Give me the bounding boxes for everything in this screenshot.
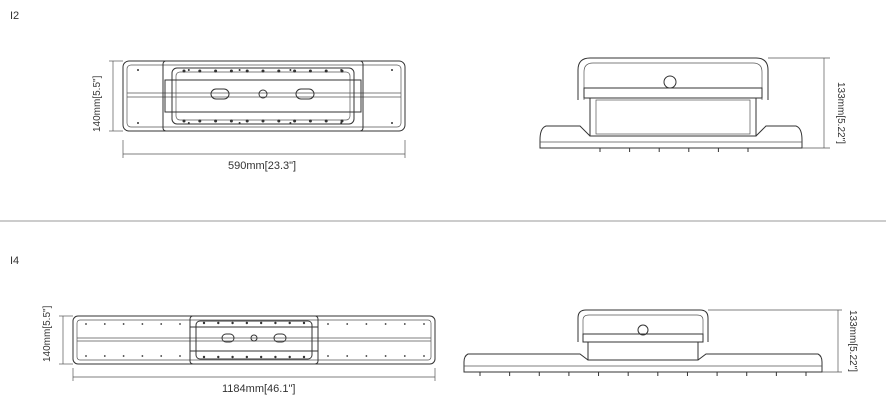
screw-dot [141,355,144,357]
screw-dot [365,355,368,357]
screw-dot [217,321,220,325]
screw-dot [403,323,406,325]
screw-dot [214,119,218,123]
screw-dot [122,355,125,357]
screw-dot [202,355,206,359]
i2-side-view [539,57,803,152]
screw-dot [277,69,281,73]
screw-dot [308,119,312,123]
screw-dot [245,321,249,325]
i4-top-view [72,315,436,365]
section-label-i4: I4 [10,255,20,267]
screw-dot [103,355,106,357]
screw-dot [122,323,125,325]
screw-dot [324,119,328,123]
i4-side-dimensions [708,309,842,373]
screw-dot [293,69,297,73]
screw-dot [403,355,406,357]
screw-dot [423,355,425,357]
screw-dot [423,323,425,325]
screw-dot [198,119,202,123]
screw-dot [365,323,368,325]
screw-dot [391,69,393,71]
screw-dot [238,69,241,71]
screw-dot [274,321,277,325]
screw-dot [277,119,281,123]
screw-dot [340,69,343,71]
screw-dot [288,355,291,359]
screw-dot [384,323,387,325]
screw-dot [238,122,241,124]
screw-dot [245,355,249,359]
i4-width-dimension: 1184mm[46.1"] [222,383,296,395]
i2-top-view [122,60,406,132]
screw-dot [340,122,343,124]
screw-dot [346,355,349,357]
screw-dot [302,355,306,359]
screw-dot [327,323,329,325]
screw-dot [85,323,87,325]
screw-dot [340,119,344,123]
screw-dot [160,355,163,357]
screw-dot [308,69,312,73]
screw-dot [217,355,220,359]
screw-dot [259,321,263,325]
screw-dot [231,355,234,359]
screw-dot [261,119,265,123]
screw-dot [302,321,306,325]
screw-dot [141,323,144,325]
screw-dot [245,69,249,73]
screw-dot [85,355,87,357]
i2-side-dimensions [768,57,830,149]
i2-width-dimension: 590mm[23.3"] [228,160,297,172]
i4-side-view [463,309,823,376]
screw-dot [198,69,202,73]
screw-dot [261,69,265,73]
screw-dot [229,69,233,73]
screw-dot [187,122,190,124]
screw-dot [391,122,393,124]
i4-height-dimension: 140mm[5.5"] [42,305,53,362]
i2-top-dimensions [109,60,406,158]
screw-dot [179,355,181,357]
screw-dot [289,69,292,71]
screw-dot [182,69,186,73]
i4-top-dimensions [59,315,436,381]
screw-dot [245,119,249,123]
i4-side-height-dimension: 133mm[5.22"] [847,310,858,372]
i2-height-dimension: 140mm[5.5"] [92,75,103,132]
screw-dot [160,323,163,325]
screw-dot [137,122,139,124]
screw-dot [384,355,387,357]
screw-dot [187,69,190,71]
screw-dot [327,355,329,357]
i2-side-height-dimension: 133mm[5.22"] [835,82,846,144]
screw-dot [346,323,349,325]
screw-dot [229,119,233,123]
screw-dot [324,69,328,73]
screw-dot [274,355,277,359]
screw-dot [259,355,263,359]
section-label-i2: I2 [10,10,20,22]
screw-dot [103,323,106,325]
screw-dot [214,69,218,73]
screw-dot [289,122,292,124]
screw-dot [288,321,291,325]
screw-dot [137,69,139,71]
screw-dot [182,119,186,123]
screw-dot [179,323,181,325]
screw-dot [293,119,297,123]
screw-dot [231,321,234,325]
screw-dot [202,321,206,325]
